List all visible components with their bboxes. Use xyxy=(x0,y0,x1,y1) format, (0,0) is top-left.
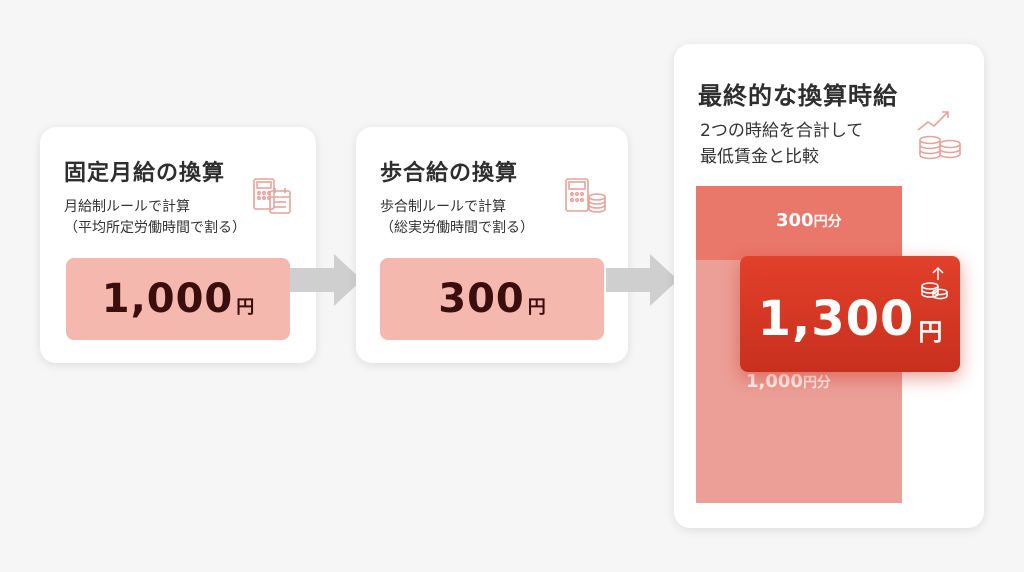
fixed-salary-subtitle: 月給制ルールで計算 （平均所定労働時間で割る） xyxy=(64,199,246,236)
segment-value: 300 xyxy=(776,210,814,231)
piece-rate-card: 歩合給の換算 歩合制ルールで計算 （総実労働時間で割る） 300 円 xyxy=(356,127,628,363)
piece-rate-value-box: 300 円 xyxy=(380,258,604,340)
piece-rate-value: 300 xyxy=(438,276,525,322)
piece-rate-subtitle: 歩合制ルールで計算 （総実労働時間で割る） xyxy=(380,199,534,236)
fixed-salary-title: 固定月給の換算 xyxy=(64,161,226,186)
calculator-coins-icon xyxy=(565,178,606,213)
total-hourly-badge: 1,300 円 xyxy=(740,256,960,372)
chart-coins-icon xyxy=(917,111,961,160)
fixed-salary-value: 1,000 xyxy=(101,276,234,322)
piece-rate-title: 歩合給の換算 xyxy=(380,161,519,186)
final-title: 最終的な換算時給 xyxy=(698,82,898,110)
segment-label-piece-rate: 300円分 xyxy=(776,210,842,231)
fixed-salary-value-box: 1,000 円 xyxy=(66,258,290,340)
final-subtitle: 2つの時給を合計して 最低賃金と比較 xyxy=(700,121,864,167)
arrow-right-icon xyxy=(290,254,362,306)
segment-label-fixed-salary: 1,000円分 xyxy=(746,371,831,392)
coins-up-icon xyxy=(921,266,948,300)
arrow-right-icon xyxy=(606,254,678,306)
bar-segment-piece-rate xyxy=(696,186,902,260)
total-hourly-unit: 円 xyxy=(918,317,943,346)
piece-rate-unit: 円 xyxy=(527,297,546,318)
segment-value: 1,000 xyxy=(746,371,803,392)
segment-suffix: 円分 xyxy=(813,214,842,230)
calculator-calendar-icon xyxy=(253,178,291,214)
segment-suffix: 円分 xyxy=(802,375,831,391)
fixed-salary-unit: 円 xyxy=(236,297,255,318)
total-hourly-value: 1,300 xyxy=(757,291,915,347)
fixed-salary-card: 固定月給の換算 月給制ルールで計算 （平均所定労働時間で割る） 1,000 円 xyxy=(40,127,316,363)
